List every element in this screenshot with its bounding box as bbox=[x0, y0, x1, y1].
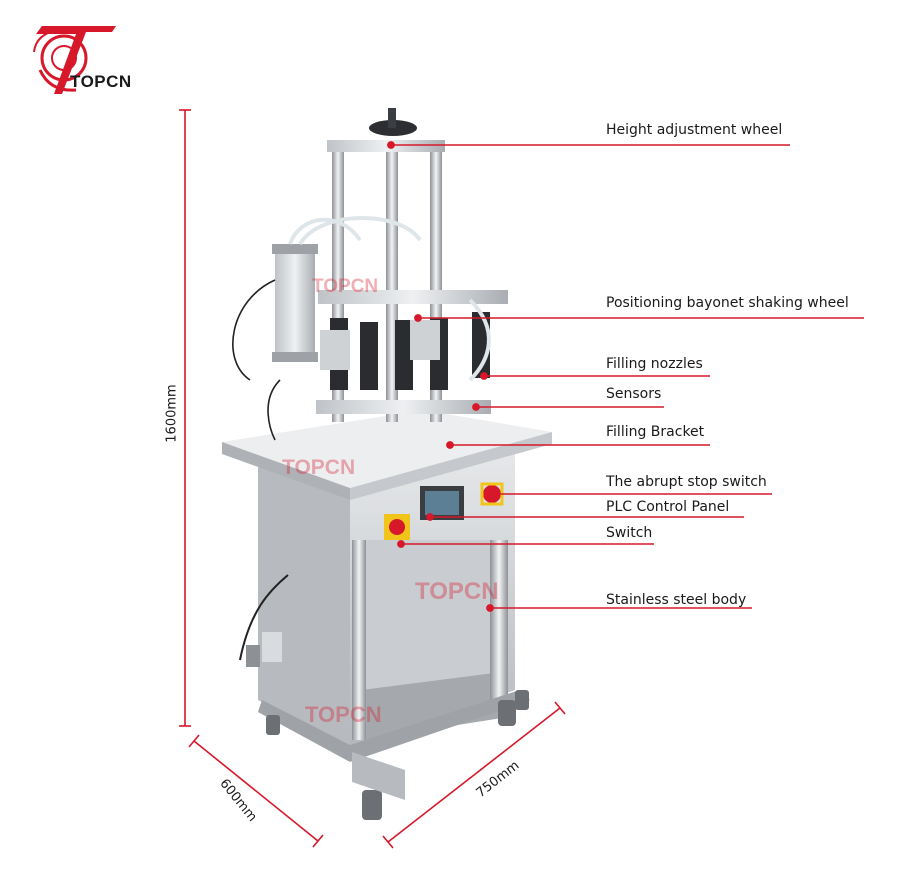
callout-label-stop-switch: The abrupt stop switch bbox=[606, 474, 767, 490]
callout-label-bracket: Filling Bracket bbox=[606, 424, 705, 440]
dimension-label-height: 1600mm bbox=[164, 384, 180, 443]
callout-label-sensors: Sensors bbox=[606, 386, 662, 402]
callout-label-height-wheel: Height adjustment wheel bbox=[606, 122, 783, 138]
watermark-text: TOPCN bbox=[282, 456, 356, 479]
dimension-line-depth bbox=[193, 740, 319, 842]
callout-label-body: Stainless steel body bbox=[606, 592, 747, 608]
callout-label-plc-panel: PLC Control Panel bbox=[606, 499, 730, 515]
dimension-line-width bbox=[387, 707, 561, 843]
watermark-text: TOPCN bbox=[305, 702, 382, 727]
caster-wheels bbox=[266, 690, 529, 820]
topcn-logo-icon bbox=[33, 26, 116, 94]
watermark-text: TOPCN bbox=[415, 578, 499, 605]
callout-label-bayonet-wheel: Positioning bayonet shaking wheel bbox=[606, 295, 849, 311]
brand-name: TOPCN bbox=[70, 72, 132, 91]
callout-label-switch: Switch bbox=[606, 525, 653, 541]
callout-label-nozzles: Filling nozzles bbox=[606, 356, 703, 372]
watermark-text: TOPCN bbox=[312, 276, 379, 297]
stainless-body bbox=[258, 450, 515, 748]
